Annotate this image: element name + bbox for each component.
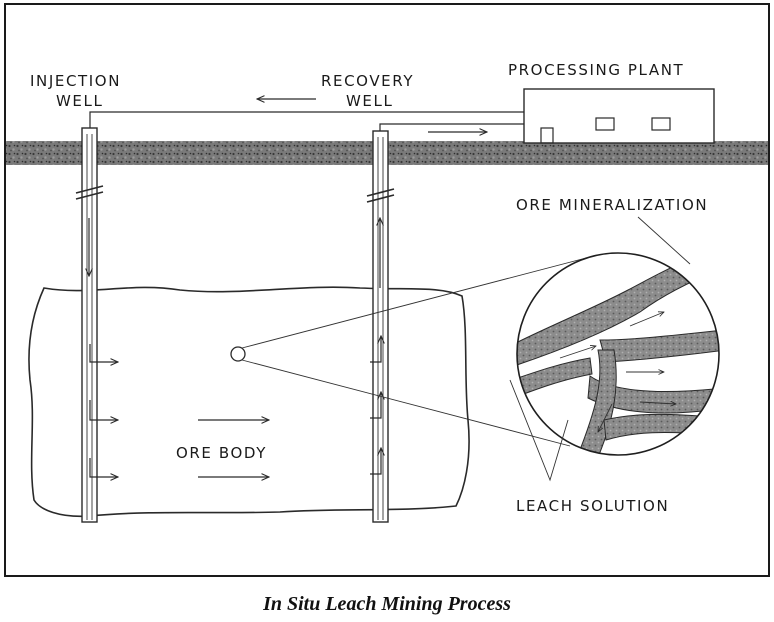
leach-flow-arrow-e <box>639 402 676 404</box>
magnifier-ray-lower <box>241 359 571 447</box>
magnified-spot <box>230 346 246 362</box>
magnifier-ray-upper <box>241 257 587 349</box>
injection-outlet-arrow-2 <box>89 400 118 420</box>
processing-plant-label: PROCESSING PLANT <box>508 61 684 79</box>
ore-mineralization-label: ORE MINERALIZATION <box>516 196 708 214</box>
ore-body-outline <box>28 286 470 518</box>
mineral-band-middle <box>599 329 719 363</box>
plant-door <box>540 127 554 144</box>
recovery-inlet-arrow-1 <box>370 336 381 363</box>
recovery-well <box>366 130 395 523</box>
processing-plant <box>523 88 715 144</box>
injection-pipeline <box>89 111 524 128</box>
plant-window-left <box>595 117 615 131</box>
injection-break-mark <box>75 185 104 200</box>
figure-caption: In Situ Leach Mining Process <box>262 593 511 615</box>
recovery-break-mark <box>366 188 395 203</box>
recovery-inlet-arrow-2 <box>370 392 381 419</box>
plant-window-right <box>651 117 671 131</box>
leach-flow-arrow-d <box>598 403 613 432</box>
ore-body-label: ORE BODY <box>176 444 267 462</box>
figure-frame <box>4 3 770 577</box>
mineral-band-left <box>517 357 593 401</box>
injection-outlet-arrow-3 <box>89 458 118 477</box>
recovery-well-label-line1: RECOVERY <box>321 72 414 90</box>
leach-solution-leader <box>509 379 569 482</box>
injection-well-label-line1: INJECTION <box>30 72 121 90</box>
injection-well <box>75 127 118 523</box>
lens-outline <box>516 252 720 456</box>
leach-flow-arrow-a <box>559 346 596 359</box>
mineralization-closeup <box>516 252 720 456</box>
recovery-pipeline <box>379 123 524 131</box>
injection-outlet-arrow-1 <box>89 344 118 362</box>
recovery-inlet-arrow-3 <box>370 448 381 475</box>
mineral-band-top <box>517 253 719 369</box>
leach-flow-arrow-b <box>629 312 664 327</box>
leach-solution-label: LEACH SOLUTION <box>516 497 669 515</box>
recovery-well-label-line2: WELL <box>346 92 393 110</box>
injection-well-label-line2: WELL <box>56 92 103 110</box>
ore-mineralization-leader <box>637 216 691 265</box>
